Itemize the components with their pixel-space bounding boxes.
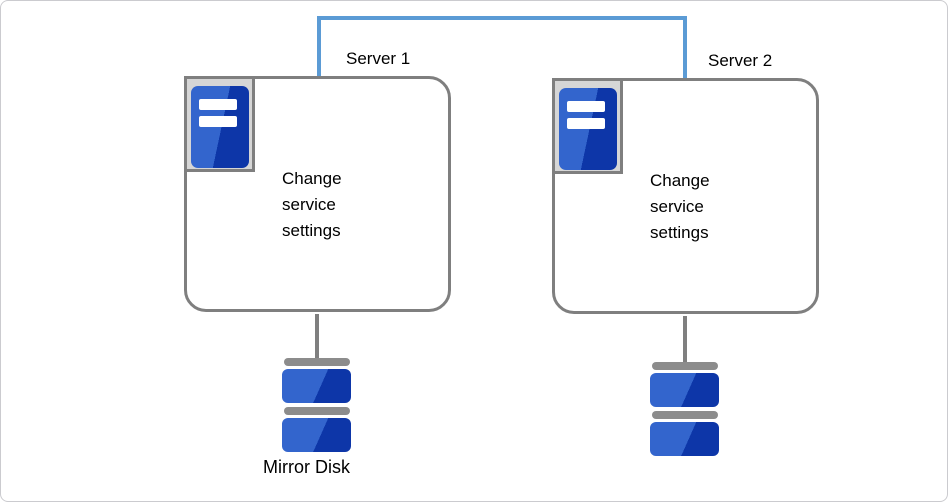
interconnect-link-horizontal — [317, 16, 687, 20]
server-slot-bar — [199, 99, 237, 110]
server2-disk-stem — [683, 316, 687, 363]
server2-box: Change service settings — [552, 78, 819, 314]
server-slot-bar — [567, 101, 605, 112]
server2-body-text: Change service settings — [650, 171, 710, 242]
interconnect-link-right-drop — [683, 16, 687, 78]
disk-platter — [650, 373, 719, 407]
server-slot-bar — [567, 118, 605, 129]
server2-label: Server 2 — [708, 51, 773, 70]
server-icon — [184, 76, 255, 172]
server1-box: Change service settings — [184, 76, 451, 312]
interconnect-link-left-drop — [317, 16, 321, 76]
mirror-disk-left-icon — [282, 358, 351, 452]
disk-cap — [651, 411, 718, 419]
server-tower-glyph — [559, 88, 617, 170]
server-tower-glyph — [191, 86, 249, 168]
disk-platter — [282, 418, 351, 452]
disk-platter — [650, 422, 719, 456]
mirror-disk-right-icon — [650, 362, 719, 456]
server1-body-text: Change service settings — [282, 169, 342, 240]
disk-cap — [651, 362, 718, 370]
mirror-disk-label: Mirror Disk — [263, 457, 350, 477]
server1-label: Server 1 — [346, 49, 411, 68]
server-slot-bar — [199, 116, 237, 127]
disk-platter — [282, 369, 351, 403]
disk-cap — [283, 407, 350, 415]
server1-disk-stem — [315, 314, 319, 359]
disk-cap — [283, 358, 350, 366]
server-icon — [552, 78, 623, 174]
